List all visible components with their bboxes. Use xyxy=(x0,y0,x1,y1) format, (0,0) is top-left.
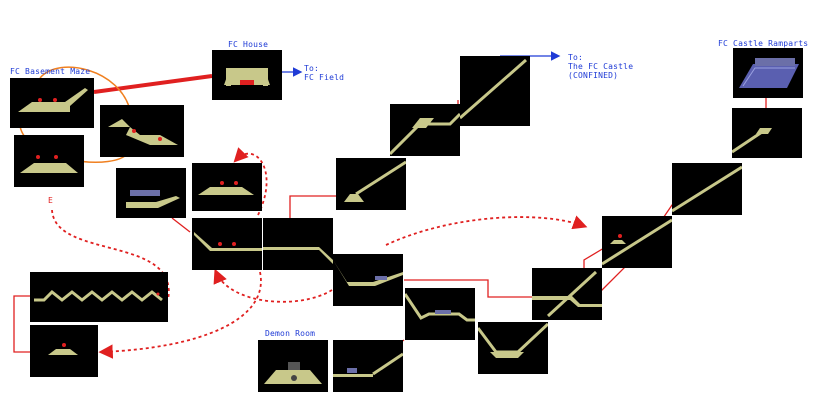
dotted-arrow-back-left xyxy=(213,268,333,303)
marker-e: E xyxy=(48,196,54,205)
room-maze-junction xyxy=(100,105,184,157)
room-center-right xyxy=(263,218,333,270)
room-demon-room xyxy=(258,340,328,392)
room-upper-2 xyxy=(390,104,460,156)
label-to-fc-field: To: FC Field xyxy=(304,64,345,82)
link-house-maze xyxy=(93,74,213,94)
room-fc-castle-ramparts xyxy=(733,48,803,98)
dotted-arrow-up-loop xyxy=(233,147,268,216)
room-basement-maze-1 xyxy=(10,78,94,128)
link-center-chain xyxy=(289,195,336,218)
room-long-wave xyxy=(30,272,168,322)
loop-maze-upper xyxy=(39,66,131,111)
dotted-arrow-to-right xyxy=(385,215,588,246)
dotted-arrow-to-bottom-room xyxy=(98,271,262,359)
room-upper-3 xyxy=(460,56,530,126)
label-fc-house: FC House xyxy=(228,40,269,49)
link-bottom-left xyxy=(13,295,30,353)
room-platform-upper xyxy=(192,163,262,211)
room-center-lower xyxy=(333,254,403,306)
dotted-arrow-e-to-room xyxy=(51,209,170,301)
label-to-fc-castle: To: The FC Castle (CONFINED) xyxy=(568,53,634,80)
label-fc-basement-maze: FC Basement Maze xyxy=(10,67,91,76)
room-bottom-left xyxy=(30,325,98,377)
room-lower-bridge xyxy=(405,288,475,340)
room-upper-1 xyxy=(336,158,406,210)
room-fc-house xyxy=(212,50,282,100)
room-demon-approach xyxy=(333,340,403,392)
room-right-2 xyxy=(602,216,672,268)
label-demon-room: Demon Room xyxy=(265,329,316,338)
link-right-route xyxy=(404,279,532,298)
room-basement-maze-2 xyxy=(14,135,84,187)
room-lower-valley xyxy=(478,322,548,374)
room-right-1 xyxy=(532,268,602,320)
room-right-4 xyxy=(732,108,802,158)
room-center-left xyxy=(192,218,262,270)
room-right-3 xyxy=(672,163,742,215)
link-left-chain xyxy=(171,217,191,233)
label-fc-castle-ramparts: FC Castle Ramparts xyxy=(718,39,809,48)
room-platform-left xyxy=(116,168,186,218)
